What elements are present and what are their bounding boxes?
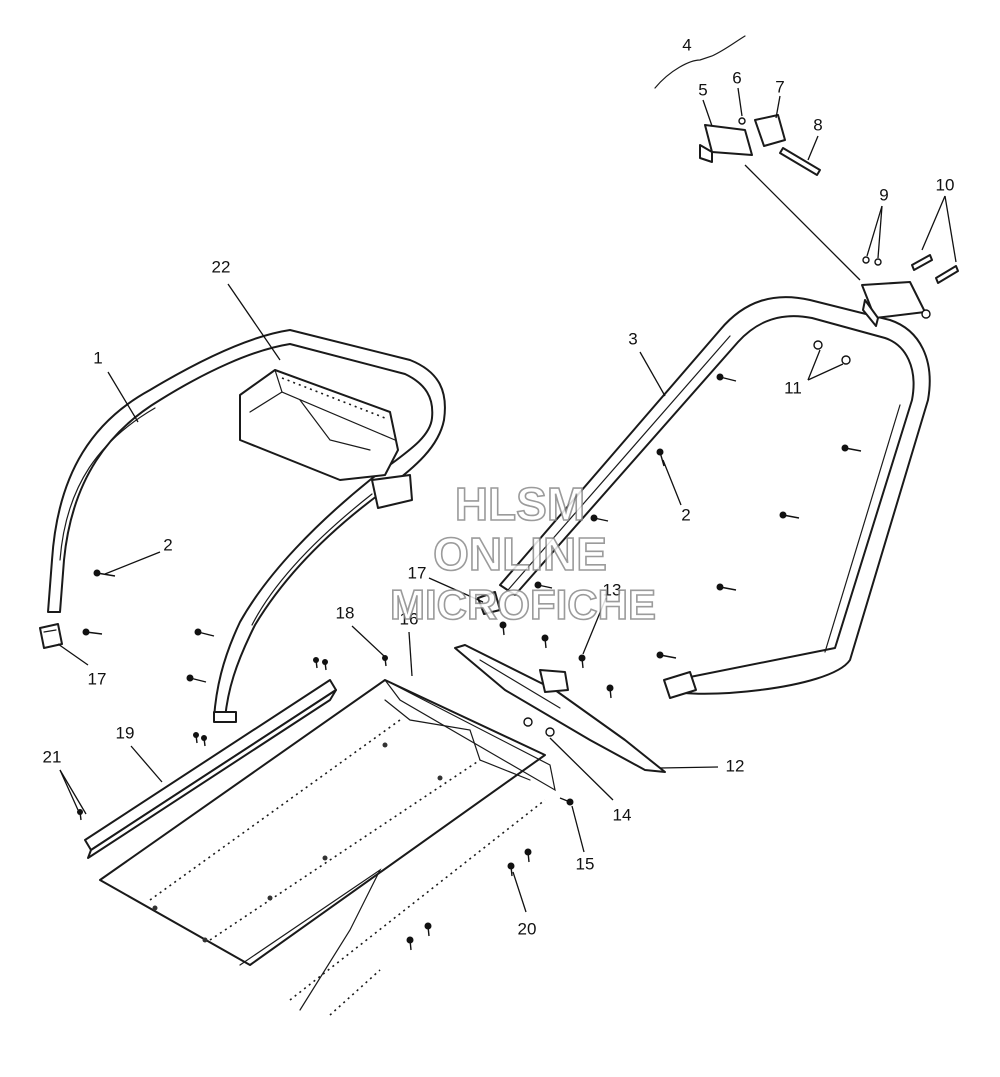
callout-22: 22 — [212, 257, 231, 276]
callout-21: 21 — [43, 747, 62, 766]
callout-8: 8 — [813, 115, 822, 134]
callout-labels: 1 2 2 2 3 4 5 6 7 8 9 10 11 12 13 14 15 … — [43, 35, 955, 938]
handle-lock-assembly — [654, 35, 959, 327]
handle-end-clip-left — [39, 623, 63, 649]
callout-13: 13 — [603, 580, 622, 599]
callout-16: 16 — [400, 609, 419, 628]
callout-3: 3 — [628, 329, 637, 348]
callout-11: 11 — [784, 378, 802, 397]
callout-4: 4 — [682, 35, 691, 54]
callout-14: 14 — [613, 805, 632, 824]
right-handle-tube — [499, 296, 931, 699]
watermark-line-3: MICROFICHE — [390, 581, 656, 628]
watermark-line-2: ONLINE — [433, 528, 607, 580]
callout-17-right: 17 — [408, 563, 427, 582]
callout-20: 20 — [518, 919, 537, 938]
watermark: HLSM ONLINE MICROFICHE — [389, 477, 657, 629]
watermark-line-1: HLSM — [455, 478, 585, 530]
callout-6: 6 — [732, 68, 741, 87]
callout-15: 15 — [576, 854, 595, 873]
callout-10: 10 — [936, 175, 955, 194]
callout-9: 9 — [879, 185, 888, 204]
leader-lines — [57, 87, 957, 913]
callout-18: 18 — [336, 603, 355, 622]
callout-5: 5 — [698, 80, 707, 99]
fastener-bolts — [77, 340, 862, 951]
handle-bracket — [454, 644, 666, 773]
callout-1: 1 — [93, 348, 102, 367]
left-handle-tube — [47, 329, 446, 723]
callout-7: 7 — [775, 77, 784, 96]
callout-12: 12 — [726, 756, 745, 775]
deck-plate — [99, 679, 556, 1016]
handle-end-plug-right — [477, 591, 501, 615]
callout-19: 19 — [116, 723, 135, 742]
handle-cover-block — [239, 369, 413, 509]
callout-2-left: 2 — [163, 535, 172, 554]
side-rail — [84, 679, 337, 859]
callout-2-right: 2 — [681, 505, 690, 524]
callout-17-left: 17 — [88, 669, 107, 688]
